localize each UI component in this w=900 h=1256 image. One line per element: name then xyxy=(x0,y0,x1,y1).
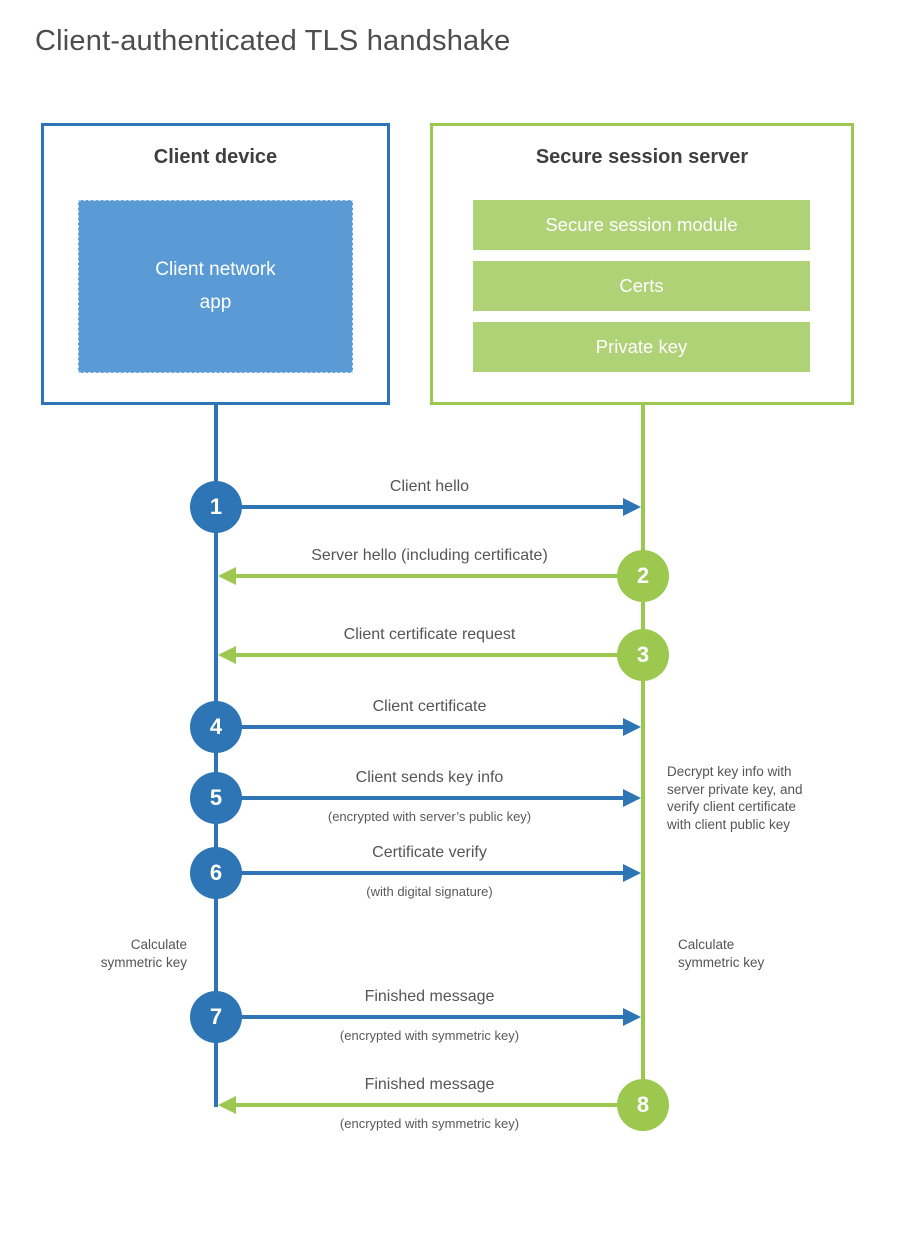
message-sublabel: (encrypted with symmetric key) xyxy=(339,1028,520,1043)
note-decrypt-key-info: Decrypt key info with server private key… xyxy=(667,764,803,832)
message-label: Finished message xyxy=(364,988,495,1005)
server-lifeline xyxy=(641,404,645,1131)
message-label: Server hello (including certificate) xyxy=(311,547,548,564)
message-label: Certificate verify xyxy=(372,844,487,861)
step-number-badge: 2 xyxy=(617,550,669,602)
message-sublabel: (encrypted with symmetric key) xyxy=(339,1116,520,1131)
arrow-right-icon xyxy=(623,718,641,736)
server-module-certs: Certs xyxy=(473,261,810,311)
arrow-line xyxy=(216,796,623,800)
arrow-line xyxy=(216,871,623,875)
client-device-title: Client device xyxy=(153,146,278,168)
arrow-left-icon xyxy=(218,567,236,585)
step-number-badge: 8 xyxy=(617,1079,669,1131)
step-number-badge: 5 xyxy=(190,772,242,824)
message-label: Client hello xyxy=(389,478,470,495)
step-number-badge: 3 xyxy=(617,629,669,681)
step-number-badge: 1 xyxy=(190,481,242,533)
message-sublabel: (encrypted with server’s public key) xyxy=(327,809,532,824)
server-module-private-key: Private key xyxy=(473,322,810,372)
arrow-line xyxy=(216,1015,623,1019)
message-label: Client certificate request xyxy=(343,626,516,643)
page-title: Client-authenticated TLS handshake xyxy=(35,25,511,57)
arrow-line xyxy=(236,574,643,578)
secure-session-server-title: Secure session server xyxy=(535,146,749,168)
server-module-secure-session-module: Secure session module xyxy=(473,200,810,250)
step-number-badge: 4 xyxy=(190,701,242,753)
message-sublabel: (with digital signature) xyxy=(366,884,493,899)
message-label: Client certificate xyxy=(372,698,487,715)
arrow-left-icon xyxy=(218,1096,236,1114)
arrow-right-icon xyxy=(623,498,641,516)
message-label: Finished message xyxy=(364,1076,495,1093)
arrow-line xyxy=(216,725,623,729)
note-calculate-symmetric-key-server: Calculate symmetric key xyxy=(678,937,765,970)
arrow-right-icon xyxy=(623,864,641,882)
message-label: Client sends key info xyxy=(355,769,504,786)
client-network-app-box: Client network app xyxy=(78,200,353,373)
step-number-badge: 7 xyxy=(190,991,242,1043)
arrow-right-icon xyxy=(623,789,641,807)
arrow-line xyxy=(216,505,623,509)
note-calculate-symmetric-key-client: Calculate symmetric key xyxy=(100,937,187,970)
arrow-left-icon xyxy=(218,646,236,664)
arrow-right-icon xyxy=(623,1008,641,1026)
arrow-line xyxy=(236,653,643,657)
arrow-line xyxy=(236,1103,643,1107)
step-number-badge: 6 xyxy=(190,847,242,899)
client-lifeline xyxy=(214,404,218,1107)
